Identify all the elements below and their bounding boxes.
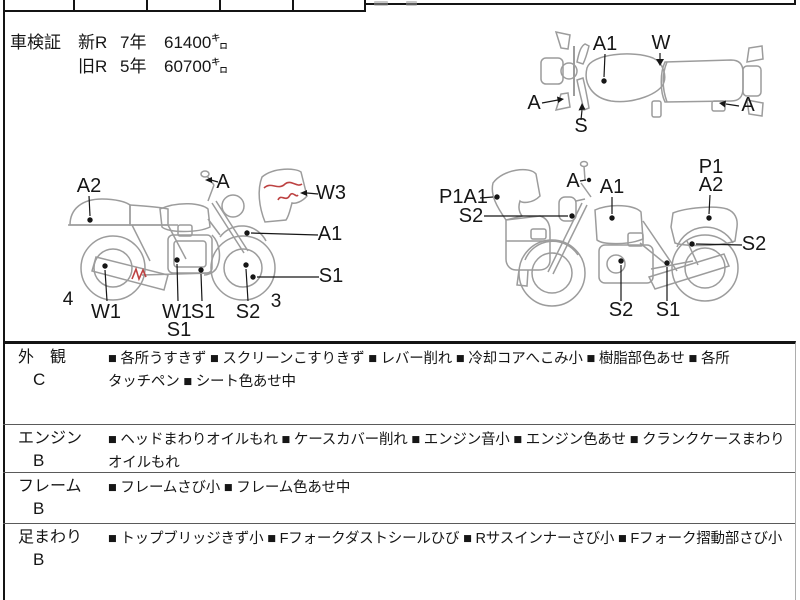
label-tank: A1: [600, 176, 624, 198]
right-side-sketch: [491, 160, 739, 307]
condition-line: ■ 各所うすきず ■ スクリーンこすりきず ■ レバー削れ ■ 冷却コアへこみ小…: [108, 351, 730, 367]
condition-row-engine: エンジン B ■ ヘッドまわりオイルもれ ■ ケースカバー削れ ■ エンジン音小…: [3, 424, 795, 472]
era-value: 旧R: [78, 56, 108, 76]
left-side-annotations: A2 A W3 A1 S1 4 W1 W1 S1 S1 S2 3: [63, 171, 346, 341]
inspection-row-old: 旧R 5年 60700㌔: [78, 55, 228, 79]
section-grade-engine: B: [33, 451, 45, 470]
condition-line: オイルもれ: [108, 455, 180, 471]
condition-line: タッチペン ■ シート色あせ中: [108, 374, 296, 390]
left-side-damage-marks: [131, 181, 303, 282]
vehicle-inspection-title: 車検証: [10, 33, 61, 52]
label-fork: S2: [236, 301, 260, 323]
section-grade-exterior: C: [33, 370, 46, 389]
years-value: 7年: [120, 33, 147, 52]
label-fork-upper: S2: [459, 205, 483, 227]
label-front-wheel: S1: [319, 265, 343, 287]
vehicle-inspection-rows: 新R 7年 61400㌔ 旧R 5年 60700㌔: [78, 31, 228, 78]
right-side-annotations: P1A1 S2 A A1 P1 A2 S2 S2 S1: [439, 156, 766, 321]
label-front-fender: A1: [318, 223, 342, 245]
section-label-frame: フレーム: [18, 478, 82, 495]
era-value: 新R: [78, 33, 108, 52]
distance-value: 60700㌔: [164, 56, 229, 76]
label-engine: S2: [609, 299, 633, 321]
label-shock: S2: [742, 233, 766, 255]
motorcycle-left-side-diagram: A2 A W3 A1 S1 4 W1 W1 S1 S1 S2 3: [63, 168, 346, 341]
label-front-left: A: [527, 92, 541, 114]
label-swingarm: S1: [656, 299, 680, 321]
label-rear: A: [741, 94, 755, 116]
sheet-left-border: [3, 0, 5, 600]
motorcycle-right-side-diagram: P1A1 S2 A A1 P1 A2 S2 S2 S1: [439, 156, 766, 321]
distance-value: 61400㌔: [164, 33, 229, 52]
condition-line: ■ ヘッドまわりオイルもれ ■ ケースカバー削れ ■ エンジン音小 ■ エンジン…: [108, 432, 785, 448]
left-side-sketch: [68, 168, 308, 301]
label-cowl: P1A1: [439, 186, 488, 208]
section-label-undercarriage: 足まわり: [18, 529, 83, 546]
label-tail-bottom: A2: [699, 174, 723, 196]
vehicle-inspection-block: 車検証 新R 7年 61400㌔ 旧R 5年 60700㌔: [10, 31, 228, 78]
section-grade-frame: B: [33, 499, 45, 518]
zone-number-rear: 4: [63, 289, 74, 310]
label-engine-top: W1: [162, 301, 192, 323]
label-windscreen: W3: [316, 182, 346, 204]
condition-line: ■ フレームさび小 ■ フレーム色あせ中: [108, 480, 351, 496]
label-mirror: A: [566, 170, 580, 192]
label-tank: A1: [593, 33, 617, 55]
zone-number-front: 3: [271, 291, 282, 312]
label-tail: A2: [77, 175, 101, 197]
label-engine-bottom: S1: [167, 319, 191, 341]
top-view-sketch: [540, 30, 764, 118]
motorcycle-top-view-diagram: A1 W A S A: [527, 30, 764, 137]
section-label-engine: エンジン: [18, 430, 83, 447]
section-grade-undercarriage: B: [33, 550, 45, 569]
condition-row-undercarriage: 足まわり B ■ トップブリッジきず小 ■ Fフォークダストシールひび ■ Rサ…: [3, 523, 795, 600]
years-value: 5年: [120, 56, 147, 76]
label-seat: W: [652, 32, 671, 54]
section-label-exterior: 外 観: [18, 349, 67, 366]
condition-table: 外 観 C ■ 各所うすきず ■ スクリーンこすりきず ■ レバー削れ ■ 冷却…: [3, 341, 796, 600]
label-front-fender: S: [574, 115, 587, 137]
condition-line: ■ トップブリッジきず小 ■ Fフォークダストシールひび ■ Rサスインナーさび…: [108, 531, 783, 547]
condition-row-frame: フレーム B ■ フレームさび小 ■ フレーム色あせ中: [3, 472, 795, 523]
inspection-row-new: 新R 7年 61400㌔: [78, 31, 228, 55]
label-tail-top: P1: [699, 156, 723, 178]
label-mirror: A: [216, 171, 230, 193]
label-muffler: W1: [91, 301, 121, 323]
condition-row-exterior: 外 観 C ■ 各所うすきず ■ スクリーンこすりきず ■ レバー削れ ■ 冷却…: [3, 344, 795, 424]
label-frame: S1: [191, 301, 215, 323]
top-view-annotations: A1 W A S A: [527, 32, 755, 137]
